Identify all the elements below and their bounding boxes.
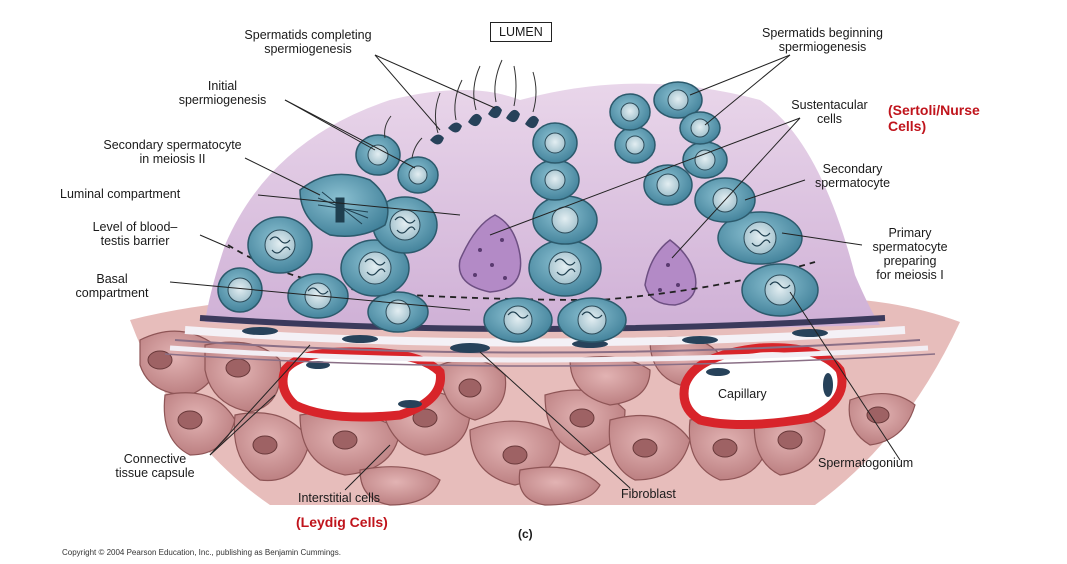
label-sustentacular-cells: Sustentacular cells [772,98,887,126]
interstitial-nuclei [147,350,890,465]
label-line: Connective [123,452,187,466]
chromatin [269,216,791,319]
label-lumen: LUMEN [490,22,552,42]
copyright-notice: Copyright © 2004 Pearson Education, Inc.… [62,548,341,557]
label-line: tissue capsule [115,466,195,480]
label-line: Basal [96,272,128,286]
label-secondary-spermatocyte-meiosis: Secondary spermatocyte in meiosis II [70,138,275,166]
capillary-right [679,343,847,430]
label-line: spermatocyte [872,240,948,254]
label-spermatids-completing: Spermatids completing spermiogenesis [218,28,398,56]
label-leydig-note: (Leydig Cells) [296,514,388,530]
label-line: preparing [883,254,937,268]
label-luminal-compartment: Luminal compartment [60,187,181,201]
label-line: for meiosis I [876,268,944,282]
label-initial-spermiogenesis: Initial spermiogenesis [160,79,285,107]
label-line: testis barrier [100,234,170,248]
label-line: spermiogenesis [778,40,867,54]
sertoli-cells [458,214,697,306]
label-line: (Sertoli/Nurse [888,102,980,118]
label-line: Spermatids beginning [762,26,883,40]
label-line: Secondary [822,162,883,176]
label-connective-tissue-capsule: Connective tissue capsule [95,452,215,480]
label-line: spermiogenesis [264,42,352,56]
label-line: Spermatids completing [244,28,372,42]
label-line: Level of blood– [92,220,178,234]
spermatid-heads [430,105,539,145]
capillary-left [278,347,445,422]
label-line: Sustentacular [791,98,868,112]
label-primary-spermatocyte: Primary spermatocyte preparing for meios… [855,226,965,282]
label-line: Primary [888,226,932,240]
label-interstitial-cells: Interstitial cells [298,491,380,505]
label-line: Cells) [888,118,927,134]
label-line: spermatocyte [814,176,891,190]
label-line: Secondary spermatocyte [103,138,242,152]
spermatid-tails [384,59,537,159]
label-fibroblast: Fibroblast [621,487,676,501]
panel-label: (c) [518,527,533,541]
label-line: in meiosis II [139,152,206,166]
label-sertoli-note: (Sertoli/Nurse Cells) [888,102,980,134]
label-line: Initial [207,79,238,93]
leader-lines [169,54,901,491]
label-spermatogonium: Spermatogonium [818,456,914,470]
label-spermatids-beginning: Spermatids beginning spermiogenesis [730,26,915,54]
label-capillary: Capillary [718,387,767,401]
label-secondary-spermatocyte: Secondary spermatocyte [795,162,910,190]
meiosis-spindle [317,191,369,225]
label-basal-compartment: Basal compartment [58,272,166,300]
label-line: spermiogenesis [178,93,267,107]
label-line: cells [816,112,842,126]
fibroblast-nuclei [242,327,828,353]
label-blood-testis-barrier: Level of blood– testis barrier [70,220,200,248]
label-line: compartment [75,286,149,300]
